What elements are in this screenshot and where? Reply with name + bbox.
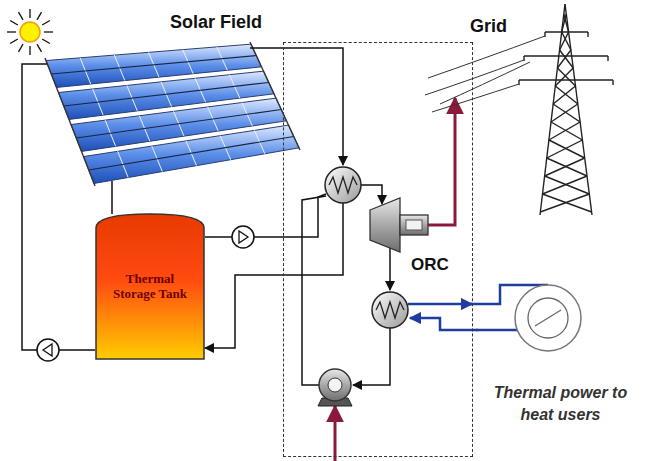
pylon-lattice [555,86,578,104]
sun-ray [37,12,42,20]
pylon-lattice [547,158,587,176]
pipe-lines [22,48,390,385]
orc-boundary: ORC [283,42,473,457]
sun-icon-part [20,22,40,42]
grid-wires [425,36,545,112]
collector-return-pipe [22,64,95,350]
sun-ray [19,12,24,20]
evaporator-part [329,177,357,193]
pylon-lattice [553,86,575,104]
collector-frame [250,42,300,150]
heat-user [515,285,581,351]
pylon-lattice [549,122,580,140]
turbine-part [370,198,400,252]
evaporator-part [325,167,361,203]
circulation-pump-part [232,226,254,248]
receiver-tube [51,56,256,75]
solar-supply-pipe [250,48,343,165]
evaporator [325,167,361,203]
sun-ray [29,9,30,18]
circulation-pump-part [239,231,248,243]
collector-frame [45,58,95,186]
insulator [607,56,608,61]
pylon-lattice [547,140,583,158]
vapour-pipe [361,185,382,204]
pylon-lattice [545,176,590,194]
condenser-part [376,302,404,318]
grid-wire [425,60,524,95]
pylon-arm [545,31,588,32]
turbine-part [400,215,428,235]
sun-ray [10,39,18,44]
sun-ray [42,39,50,44]
pylon-arm [519,79,613,80]
sun-ray [37,44,42,52]
turbine [370,198,428,252]
pylon-lattice [549,140,585,158]
sun-ray [19,44,24,52]
grid-label: Grid [470,14,530,38]
htf-inlet-pipe [283,194,326,237]
heat-output-label: Thermal power to heat users [478,382,643,425]
feed-pump-part [328,378,342,392]
grid-wire [440,62,530,104]
hot-water-line [408,303,472,306]
turbine-part [406,220,422,230]
pylon-lattice [553,104,580,122]
pylon-lattice [560,50,574,68]
tank-label: Thermal Storage Tank [95,272,205,302]
pylon-lattice [545,158,585,176]
pylon-lattice [562,32,571,50]
circulation-pump [37,339,59,361]
sun-ray [44,31,53,32]
pylon-lattice [551,104,578,122]
condensate-pipe [353,328,390,385]
heat-user-part [535,310,561,326]
power-output-line [428,98,455,225]
sun-ray [10,21,18,26]
heat-user-part [515,285,581,351]
trough-collector [84,125,300,183]
condenser [372,292,408,328]
sun-ray [29,46,30,55]
circulation-pump-part [37,339,59,361]
pump-power-input [334,406,337,461]
htf-outlet-pipe [283,203,343,275]
grid-pylon [519,4,613,215]
receiver-tube [89,137,294,171]
feed-pump-part [319,369,351,401]
pylon-lattice [542,194,591,212]
pylon-lattice [555,68,573,86]
storage-tank: Thermal Storage Tank [95,212,205,362]
insulator [587,32,588,37]
feed-pump [318,369,352,406]
turbine-exhaust-pipe [389,248,391,290]
pylon-lattice [540,194,589,212]
pipe-connector [205,275,283,348]
circulation-pump [232,226,254,248]
pylon-lattice [557,68,575,86]
heat-user-part [528,298,568,338]
pylon-lattice [562,14,567,32]
feed-pipe [302,196,326,385]
return-water-line [476,329,517,332]
field-label: Solar Field [170,10,280,34]
insulator [612,80,613,85]
sun-ray [42,21,50,26]
pylon-lattice [557,50,570,68]
tank-body [96,214,204,359]
solar-collectors [45,42,300,186]
orc-label: ORC [411,255,472,275]
pylon-lattice [542,176,587,194]
circulation-pump-part [43,344,52,356]
pylon-lattice [560,32,569,50]
pylon-lattice [551,122,582,140]
sun-ray [7,31,16,32]
condenser-part [372,292,408,328]
sun-icon [7,9,53,55]
return-water-line [410,318,478,330]
tank-top-pipe [111,181,113,214]
receiver-tube [64,83,269,107]
